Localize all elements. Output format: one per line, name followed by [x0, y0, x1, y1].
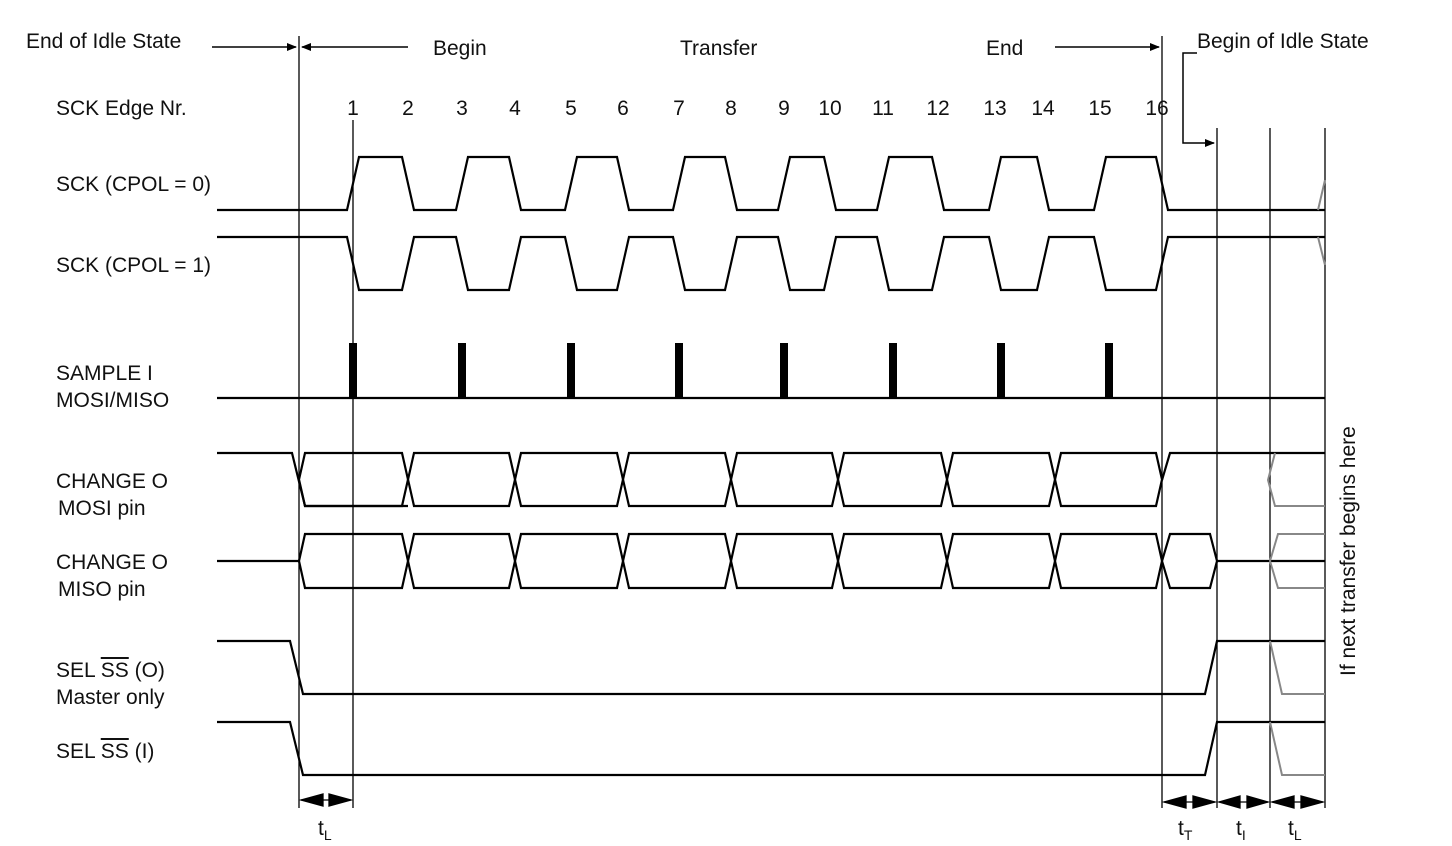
label-sample-2: MOSI/MISO [56, 389, 170, 412]
timing-arrows [298, 793, 1326, 809]
label-sel-master-ss: SS [100, 659, 129, 682]
mosi-cell [513, 451, 625, 508]
edge-number: 1 [347, 97, 359, 120]
miso-cell [406, 532, 517, 590]
mosi-cell [621, 451, 733, 508]
sample-pulse [1105, 343, 1113, 398]
header-end: End [986, 37, 1024, 60]
edge-number: 16 [1145, 97, 1169, 120]
waveforms [217, 155, 1326, 777]
edge-number: 9 [778, 97, 790, 120]
timing-label-tt: tT [1178, 817, 1193, 843]
edge-number: 7 [673, 97, 685, 120]
mosi-cell [945, 451, 1057, 508]
sel-master-wave [217, 639, 1325, 696]
sample-pulse [567, 343, 575, 398]
edge-number: 13 [983, 97, 1007, 120]
header-begin: Begin [433, 37, 487, 60]
timing-label-ti: tI [1236, 817, 1246, 843]
label-change-mosi-2: MOSI pin [58, 497, 146, 520]
miso-cell [729, 532, 840, 590]
begin-idle-arrow [1182, 52, 1215, 147]
mosi-cell [1053, 451, 1164, 508]
miso-next [1268, 533, 1325, 589]
sample-pulse [458, 343, 466, 398]
tt-arrow [1161, 795, 1218, 809]
sample-pulse [997, 343, 1005, 398]
sel-master-next [1269, 640, 1325, 695]
tl-end-arrow [1269, 795, 1326, 809]
sel-in-next [1269, 721, 1325, 776]
miso-cell [945, 532, 1057, 590]
label-sel-in: SEL SS (I) [56, 741, 154, 762]
label-sel-in-prefix: SEL [56, 740, 101, 763]
edge-number: 14 [1031, 97, 1055, 120]
label-change-mosi-1: CHANGE O [56, 470, 169, 493]
label-sample-1: SAMPLE I [56, 362, 153, 385]
sample-pulse [349, 343, 357, 398]
edge-number: 8 [725, 97, 737, 120]
ti-arrow [1216, 795, 1271, 809]
sample-pulse [780, 343, 788, 398]
edge-number: 5 [565, 97, 577, 120]
label-sck-cpol0: SCK (CPOL = 0) [56, 173, 212, 196]
label-sel-in-suffix: (I) [128, 740, 155, 763]
label-sck-cpol1: SCK (CPOL = 1) [56, 254, 212, 277]
guide-lines [298, 36, 1326, 808]
mosi-cell [729, 451, 840, 508]
tl-main-arrow [298, 793, 354, 807]
label-sel-master: SEL SS (O) [56, 660, 165, 681]
edge-number: 2 [402, 97, 414, 120]
label-change-miso-1: CHANGE O [56, 551, 169, 574]
edge-number: 12 [926, 97, 950, 120]
sample-pulse [889, 343, 897, 398]
header-transfer: Transfer [680, 37, 758, 60]
mosi-next [1266, 452, 1325, 507]
sel-in-wave [217, 720, 1325, 777]
next-transfer-note: If next transfer begins here [1337, 426, 1360, 676]
miso-cell [1053, 532, 1164, 590]
edge-number: 6 [617, 97, 629, 120]
label-sel-master-suffix: (O) [128, 659, 165, 682]
header-begin-idle: Begin of Idle State [1197, 30, 1369, 53]
edge-number: 15 [1088, 97, 1112, 120]
sck-cpol0-next [1317, 179, 1326, 211]
label-sel-master-2: Master only [56, 686, 165, 709]
mosi-cell [406, 451, 517, 508]
edge-number: 10 [818, 97, 842, 120]
mosi-tail [1160, 451, 1325, 481]
header-arrows [212, 43, 1215, 147]
miso-last-cell [1160, 532, 1219, 590]
label-change-miso-2: MISO pin [58, 578, 146, 601]
miso-cell [513, 532, 625, 590]
sck-cpol1-wave [217, 235, 1325, 292]
miso-cell [836, 532, 949, 590]
label-edge-nr: SCK Edge Nr. [56, 97, 187, 120]
label-sel-master-prefix: SEL [56, 659, 101, 682]
edge-number: 4 [509, 97, 521, 120]
timing-label-tl-end: tL [1288, 817, 1302, 843]
sck-cpol0-wave [217, 155, 1325, 212]
mosi-lead-in [217, 451, 408, 508]
sck-cpol1-next [1317, 236, 1326, 266]
edge-number: 11 [872, 97, 894, 120]
edge-number: 3 [456, 97, 468, 120]
miso-cell [621, 532, 733, 590]
label-sel-in-ss: SS [100, 740, 129, 763]
mosi-cell [836, 451, 949, 508]
timing-label-tl-main: tL [318, 817, 332, 843]
header-end-idle: End of Idle State [26, 30, 182, 53]
sample-pulse [675, 343, 683, 398]
